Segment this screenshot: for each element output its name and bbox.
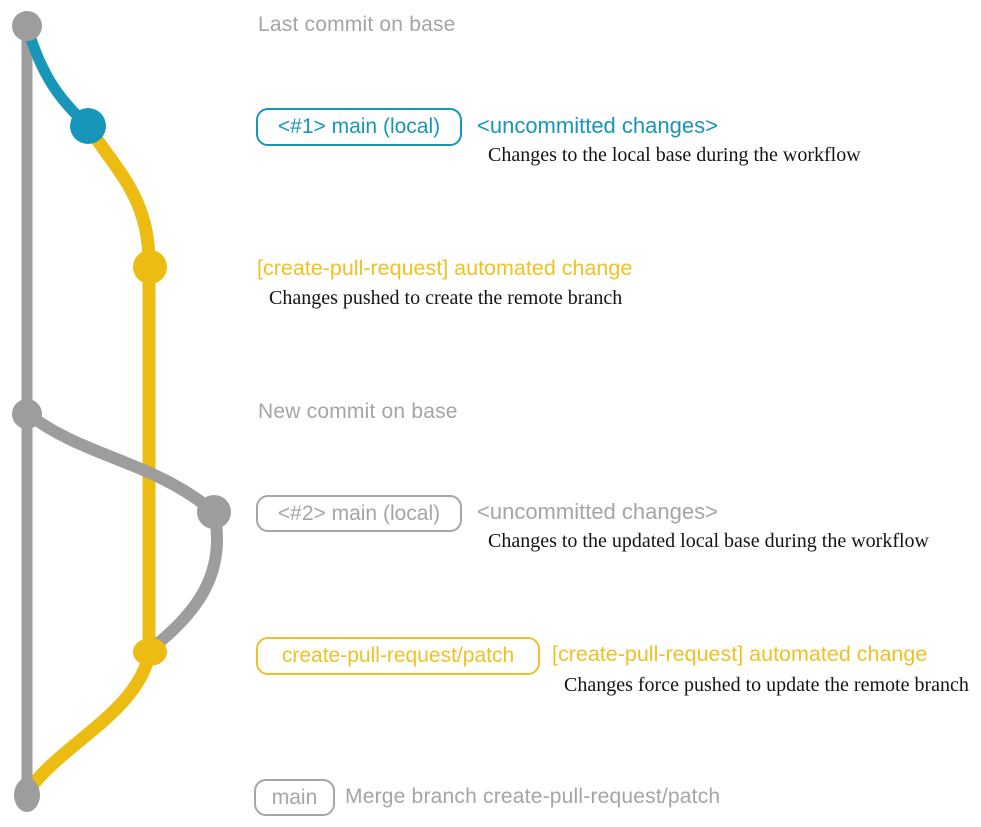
branch-chip-main: main — [254, 779, 335, 816]
automated-change-label-1: [create-pull-request] automated change — [257, 256, 633, 280]
caption-local-base-changes: Changes to the local base during the wor… — [488, 144, 861, 166]
commit-node-merge — [14, 778, 40, 812]
caption-force-pushed: Changes force pushed to update the remot… — [564, 674, 969, 696]
branch-chip-main-local-2-label: <#2> main (local) — [277, 501, 441, 525]
uncommitted-changes-note-1: <uncommitted changes> — [477, 113, 718, 138]
rebase-curve-1 — [21, 407, 220, 518]
merge-commit-label: Merge branch create-pull-request/patch — [345, 785, 721, 808]
merge-curve — [21, 644, 157, 798]
branch-chip-main-local-1-label: <#1> main (local) — [277, 115, 441, 138]
new-commit-label: New commit on base — [258, 400, 458, 423]
branch-chip-patch: create-pull-request/patch — [256, 637, 540, 675]
uncommitted-changes-note-2: <uncommitted changes> — [477, 499, 718, 524]
branch-chip-main-local-1: <#1> main (local) — [256, 108, 462, 146]
patch-branch-line — [81, 119, 156, 657]
commit-node-local-main-1 — [70, 108, 106, 144]
branch-chip-main-local-2: <#2> main (local) — [256, 495, 462, 532]
commit-node-new-base — [12, 399, 42, 429]
rebase-curve-2 — [145, 506, 224, 655]
branch-chip-patch-label: create-pull-request/patch — [281, 644, 515, 667]
commit-node-automated-change-1 — [133, 250, 167, 284]
commit-node-patch-branch — [133, 638, 167, 666]
commit-node-last-base — [12, 11, 42, 41]
caption-updated-local-base-changes: Changes to the updated local base during… — [488, 530, 929, 552]
commit-node-local-main-2 — [197, 495, 231, 529]
branch-chip-main-label: main — [271, 785, 318, 809]
automated-change-label-2: [create-pull-request] automated change — [552, 642, 928, 666]
caption-changes-pushed: Changes pushed to create the remote bran… — [269, 287, 623, 309]
last-commit-label: Last commit on base — [258, 13, 456, 36]
